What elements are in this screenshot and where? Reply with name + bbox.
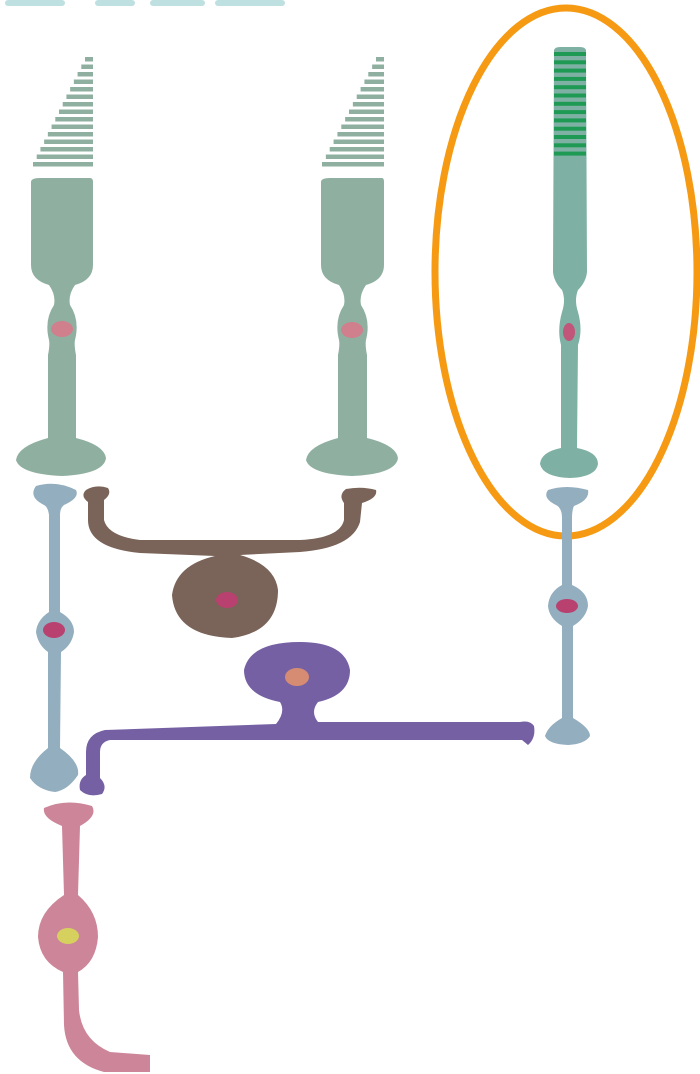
horizontal-cell [83, 486, 377, 638]
rod-disc [364, 79, 384, 84]
rod-outer-segment-discs [322, 57, 384, 167]
rod-disc [352, 102, 384, 107]
cone-disc-stripe [554, 110, 586, 115]
rod-disc [333, 139, 384, 144]
rod-disc [70, 87, 93, 92]
rod-disc [341, 124, 384, 129]
rod-photoreceptor-middle [306, 57, 398, 476]
rod-photoreceptor-left [16, 57, 106, 476]
rod-disc [85, 57, 93, 62]
rod-disc [360, 87, 384, 92]
cone-photoreceptor [540, 47, 598, 478]
rod-nucleus [341, 322, 363, 338]
amacrine-nucleus [285, 668, 309, 686]
cone-disc-stripes [554, 52, 586, 156]
rod-disc [368, 72, 384, 77]
cone-disc-stripe [554, 60, 586, 65]
rod-disc [40, 147, 93, 152]
bipolar-cell-left [30, 483, 79, 792]
cone-disc-stripe [554, 76, 586, 81]
rod-outer-segment-discs [33, 57, 93, 167]
ganglion-cell [38, 802, 150, 1072]
rod-disc [36, 154, 93, 159]
rod-disc [33, 162, 93, 167]
rod-disc [73, 79, 93, 84]
rod-nucleus [51, 321, 73, 337]
rod-disc [325, 154, 384, 159]
ganglion-body [38, 802, 150, 1072]
bipolar-body [545, 487, 590, 745]
cone-disc-stripe [554, 135, 586, 139]
cone-nucleus [563, 323, 575, 341]
rod-disc [51, 124, 93, 129]
rod-disc [376, 57, 384, 62]
cut-off-title-fragment [5, 0, 285, 6]
rod-disc [349, 109, 384, 114]
rod-disc [356, 94, 384, 99]
amacrine-body [79, 642, 535, 796]
cone-disc-stripe [554, 101, 586, 106]
rod-disc [322, 162, 384, 167]
rod-disc [44, 139, 93, 144]
bipolar-cell-right [545, 487, 590, 745]
cone-disc-stripe [554, 93, 586, 98]
bipolar-nucleus [43, 622, 65, 638]
rod-disc [372, 64, 384, 69]
horizontal-dendrites [83, 486, 377, 638]
rod-disc [77, 72, 93, 77]
cone-disc-stripe [554, 85, 586, 90]
cone-disc-stripe [554, 126, 586, 131]
cone-disc-stripe [554, 52, 586, 56]
ganglion-nucleus [57, 928, 79, 944]
rod-disc [55, 117, 93, 122]
rod-disc [66, 94, 93, 99]
rod-disc [81, 64, 93, 69]
rod-disc [62, 102, 93, 107]
cone-disc-stripe [554, 151, 586, 156]
rod-disc [47, 132, 93, 137]
cone-disc-stripe [554, 143, 586, 148]
rod-disc [337, 132, 384, 137]
cone-disc-stripe [554, 118, 586, 123]
rod-disc [345, 117, 384, 122]
amacrine-cell [79, 642, 535, 796]
rod-disc [329, 147, 384, 152]
cone-disc-stripe [554, 68, 586, 73]
bipolar-nucleus [556, 599, 578, 613]
rod-disc [59, 109, 93, 114]
horizontal-nucleus [216, 592, 238, 608]
